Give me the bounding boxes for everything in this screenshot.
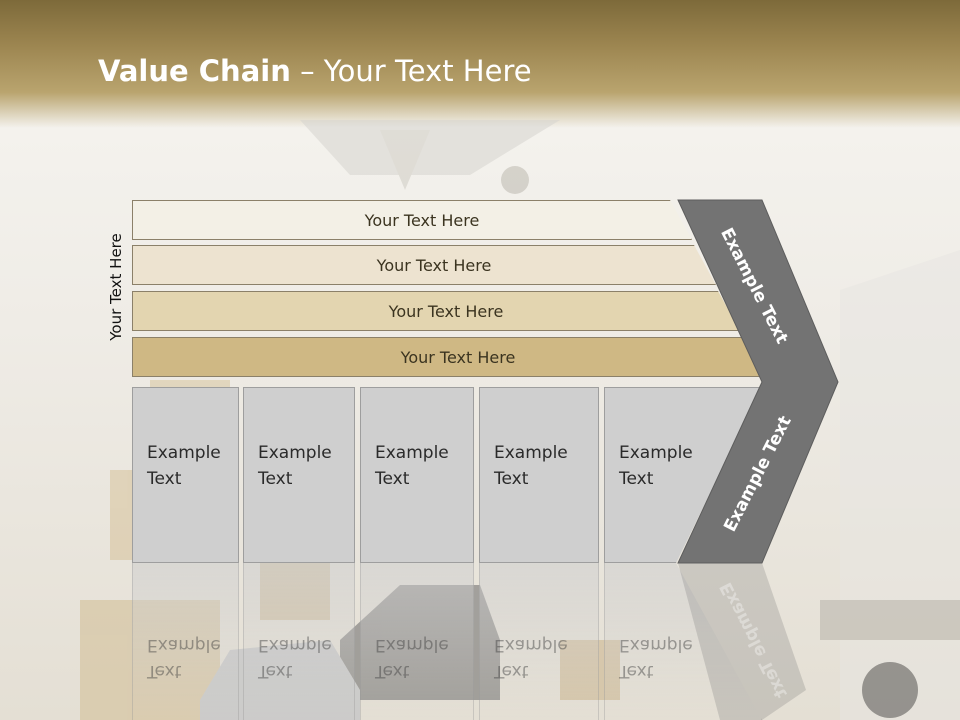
column-1-line1: Example	[147, 443, 221, 463]
column-4-reflection-line1: Example	[494, 635, 568, 655]
column-2-reflection-line2: Text	[258, 661, 293, 681]
column-3-line2: Text	[375, 469, 410, 489]
column-3-reflection-line2: Text	[375, 661, 410, 681]
column-1-reflection-line2: Text	[147, 661, 182, 681]
column-2: Example Text	[243, 387, 355, 563]
column-3: Example Text	[360, 387, 474, 563]
column-5-reflection-line2: Text	[619, 661, 654, 681]
column-2-reflection: Text Example	[243, 563, 355, 720]
bar-4: Your Text Here	[132, 337, 764, 377]
column-2-line2: Text	[258, 469, 293, 489]
bar-1-text: Your Text Here	[364, 210, 480, 230]
column-1: Example Text	[132, 387, 239, 563]
bar-4-text: Your Text Here	[400, 347, 516, 367]
slide-title: Value Chain – Your Text Here	[98, 54, 532, 88]
column-1-reflection-line1: Example	[147, 635, 221, 655]
column-2-reflection-line1: Example	[258, 635, 332, 655]
title-bold: Value Chain	[98, 54, 291, 88]
column-4-reflection-line2: Text	[494, 661, 529, 681]
side-label: Your Text Here	[107, 233, 125, 341]
column-5-line1: Example	[619, 443, 693, 463]
column-4-line1: Example	[494, 443, 568, 463]
column-4-reflection: Text Example	[479, 563, 599, 720]
column-3-reflection: Text Example	[360, 563, 474, 720]
bar-3: Your Text Here	[132, 291, 740, 331]
column-3-reflection-line1: Example	[375, 635, 449, 655]
column-2-line1: Example	[258, 443, 332, 463]
column-1-reflection: Text Example	[132, 563, 239, 720]
header-band	[0, 0, 960, 128]
column-3-line1: Example	[375, 443, 449, 463]
column-4-line2: Text	[494, 469, 529, 489]
column-1-line2: Text	[147, 469, 182, 489]
bar-3-text: Your Text Here	[388, 301, 504, 321]
column-4: Example Text	[479, 387, 599, 563]
bar-1: Your Text Here	[132, 200, 692, 240]
column-5-reflection-line1: Example	[619, 635, 693, 655]
title-rest: – Your Text Here	[290, 54, 532, 88]
bar-2: Your Text Here	[132, 245, 716, 285]
column-5-line2: Text	[619, 469, 654, 489]
bar-2-text: Your Text Here	[376, 255, 492, 275]
